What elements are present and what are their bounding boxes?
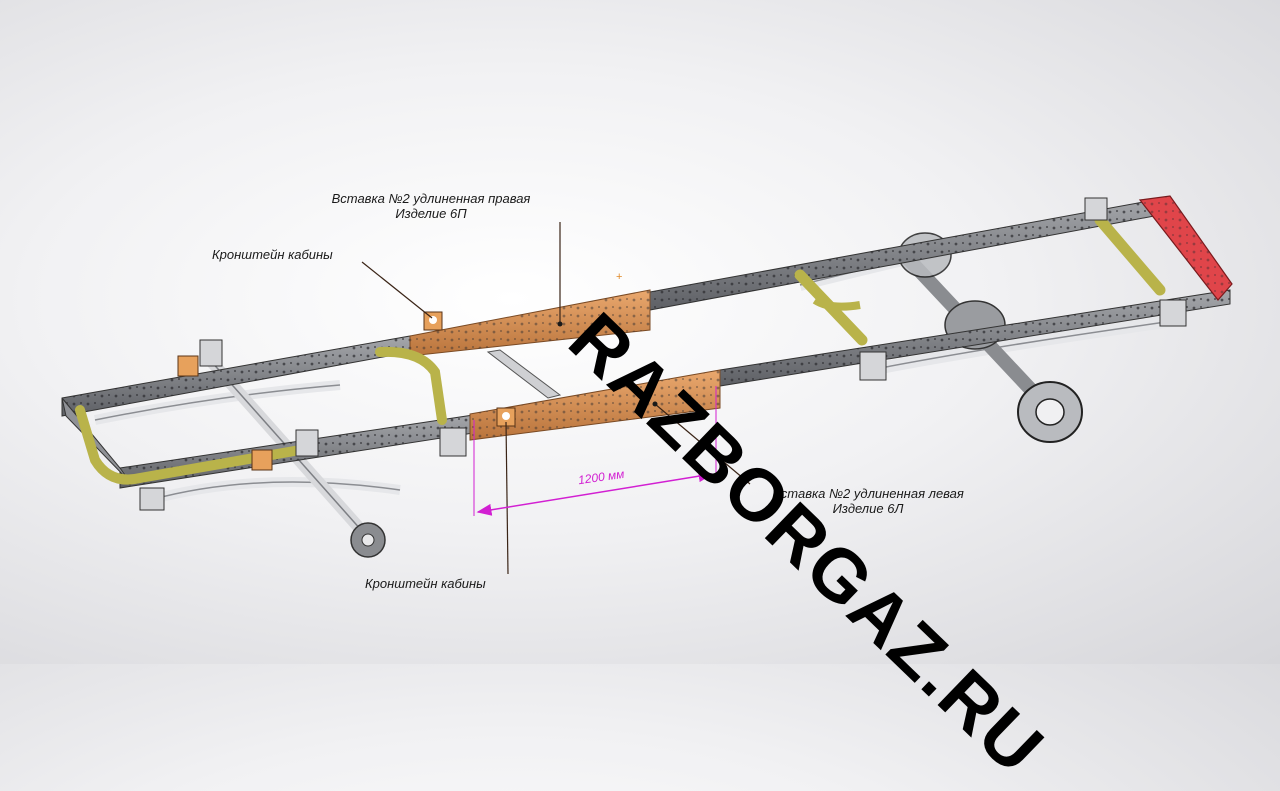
label-insert-left-line1: Вставка №2 удлиненная левая [772,486,964,501]
label-insert-right: Вставка №2 удлиненная правая Изделие 6П [300,191,562,221]
label-insert-right-line2: Изделие 6П [395,206,467,221]
label-insert-left: Вставка №2 удлиненная левая Изделие 6Л [748,486,988,516]
rear-leaf-spring-left [868,314,1181,376]
chassis-diagram: + [61,195,1233,575]
front-bumper-mount-icon [177,355,273,471]
spring-hanger-icons [139,197,1187,511]
label-cabin-bracket-top: Кронштейн кабины [212,247,333,262]
leader-insert-left [654,403,751,485]
cabin-bracket-top-icon [423,311,443,331]
front-stabilizer-bar [75,405,305,485]
label-cabin-bracket-bottom: Кронштейн кабины [365,576,486,591]
label-cabin-bracket-bottom-text: Кронштейн кабины [365,576,486,591]
front-leaf-spring-right [94,380,341,425]
middle-crossmember [486,349,562,399]
insert-left-6l [469,369,721,441]
dimension-1200 [473,386,717,516]
front-leaf-spring-left [148,477,401,505]
cabin-bracket-bottom-icon [496,407,516,427]
insert-right-6p [409,289,651,357]
label-insert-left-line2: Изделие 6Л [832,501,904,516]
right-side-rail [61,197,1166,417]
label-insert-right-line1: Вставка №2 удлиненная правая [331,191,531,206]
leader-cabin-bracket-top [361,261,433,319]
plus-marker-icon: + [616,271,622,283]
leader-cabin-bracket-bottom [505,421,509,575]
label-cabin-bracket-top-text: Кронштейн кабины [212,247,333,262]
